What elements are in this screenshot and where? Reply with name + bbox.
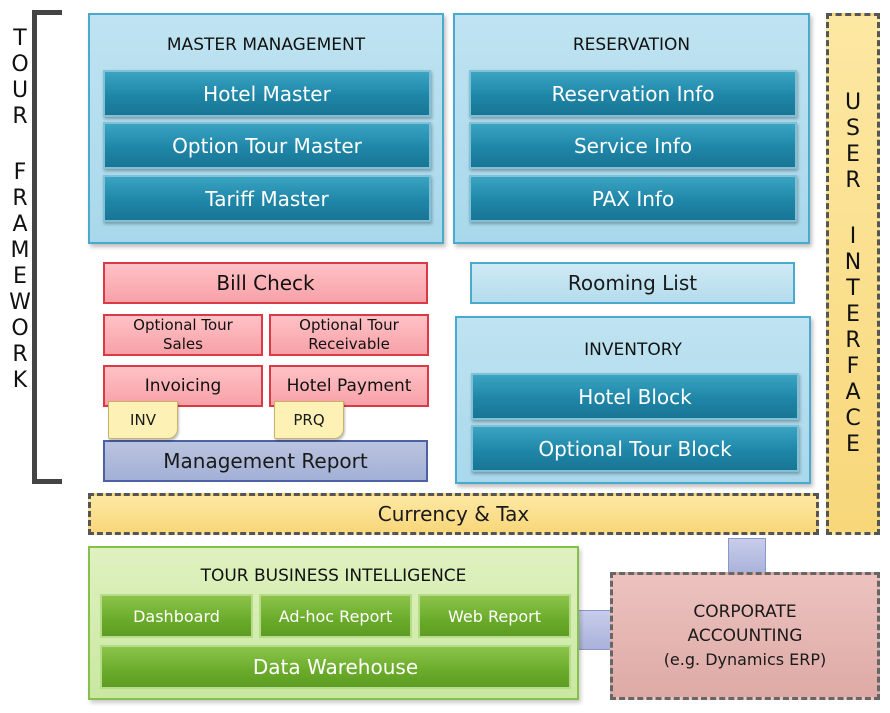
- user-interface-letter: T: [846, 276, 860, 301]
- management-report-box[interactable]: Management Report: [103, 440, 428, 482]
- tour-framework-letter: A: [12, 212, 28, 237]
- ui-to-accounting-connector: [728, 538, 766, 574]
- optional-tour-sales-box[interactable]: Optional Tour Sales: [103, 314, 263, 356]
- user-interface-letter: I: [849, 224, 857, 249]
- tour-framework-letter: W: [9, 290, 31, 315]
- invoicing-box[interactable]: Invoicing: [103, 365, 263, 407]
- optional-tour-receivable-line2: Receivable: [308, 335, 390, 353]
- currency-tax-bar[interactable]: Currency & Tax: [88, 493, 819, 535]
- reservation-info-button[interactable]: Reservation Info: [469, 70, 797, 117]
- option-tour-master-button[interactable]: Option Tour Master: [103, 122, 431, 169]
- service-info-button[interactable]: Service Info: [469, 122, 797, 169]
- user-interface-letter: R: [845, 328, 861, 353]
- tour-framework-letter: O: [11, 52, 29, 77]
- corporate-accounting-box[interactable]: CORPORATE ACCOUNTING (e.g. Dynamics ERP): [610, 572, 880, 700]
- tour-framework-letter: U: [11, 78, 29, 103]
- business-intelligence-panel: TOUR BUSINESS INTELLIGENCE Dashboard Ad-…: [88, 546, 579, 700]
- reservation-panel: RESERVATION Reservation Info Service Inf…: [453, 13, 810, 244]
- bi-to-accounting-connector: [578, 610, 612, 650]
- user-interface-letter: F: [846, 354, 860, 379]
- hotel-master-button[interactable]: Hotel Master: [103, 70, 431, 117]
- reservation-title: RESERVATION: [572, 35, 691, 55]
- user-interface-letter: A: [845, 380, 861, 405]
- corporate-accounting-line2: ACCOUNTING: [687, 625, 803, 646]
- user-interface-letter: E: [846, 432, 860, 457]
- user-interface-label: U S E R I N T E R F A C E: [845, 92, 861, 460]
- optional-tour-sales-line1: Optional Tour: [133, 315, 233, 334]
- optional-tour-receivable-line1: Optional Tour: [299, 315, 399, 334]
- user-interface-bar: U S E R I N T E R F A C E: [826, 13, 880, 535]
- tour-framework-letter: O: [11, 316, 29, 341]
- inventory-panel: INVENTORY Hotel Block Optional Tour Bloc…: [455, 316, 811, 484]
- tour-framework-letter: F: [13, 160, 27, 185]
- corporate-accounting-line1: CORPORATE: [693, 602, 797, 622]
- tour-framework-label: T O U R F R A M E W O R K: [6, 28, 34, 396]
- tour-framework-letter: R: [12, 342, 28, 367]
- master-management-title: MASTER MANAGEMENT: [166, 35, 366, 55]
- web-report-button[interactable]: Web Report: [418, 594, 571, 638]
- tour-framework-letter: R: [12, 104, 28, 129]
- user-interface-letter: E: [846, 142, 860, 167]
- data-warehouse-button[interactable]: Data Warehouse: [100, 645, 571, 689]
- business-intelligence-title: TOUR BUSINESS INTELLIGENCE: [200, 566, 467, 586]
- tour-framework-letter: M: [10, 238, 30, 263]
- dashboard-button[interactable]: Dashboard: [100, 594, 253, 638]
- inv-document-icon: INV: [108, 401, 178, 439]
- user-interface-letter: U: [844, 90, 862, 115]
- adhoc-report-button[interactable]: Ad-hoc Report: [259, 594, 412, 638]
- bill-check-box[interactable]: Bill Check: [103, 262, 428, 304]
- framework-bracket: [32, 10, 62, 484]
- master-management-panel: MASTER MANAGEMENT Hotel Master Option To…: [88, 13, 444, 244]
- prq-document-icon: PRQ: [274, 401, 344, 439]
- optional-tour-block-button[interactable]: Optional Tour Block: [471, 425, 799, 472]
- tour-framework-letter: E: [13, 264, 27, 289]
- rooming-list-box[interactable]: Rooming List: [470, 262, 795, 304]
- user-interface-letter: N: [844, 250, 862, 275]
- user-interface-letter: E: [846, 302, 860, 327]
- optional-tour-receivable-box[interactable]: Optional Tour Receivable: [269, 314, 429, 356]
- inventory-title: INVENTORY: [584, 340, 682, 360]
- corporate-accounting-line3: (e.g. Dynamics ERP): [663, 649, 827, 669]
- hotel-block-button[interactable]: Hotel Block: [471, 373, 799, 420]
- tour-framework-letter: K: [12, 368, 28, 393]
- tour-framework-letter: R: [12, 186, 28, 211]
- optional-tour-sales-line2: Sales: [163, 335, 203, 353]
- hotel-payment-box[interactable]: Hotel Payment: [269, 365, 429, 407]
- tour-framework-letter: T: [13, 26, 27, 51]
- pax-info-button[interactable]: PAX Info: [469, 175, 797, 222]
- user-interface-letter: S: [846, 116, 860, 141]
- tariff-master-button[interactable]: Tariff Master: [103, 175, 431, 222]
- user-interface-letter: C: [845, 406, 861, 431]
- user-interface-letter: R: [845, 168, 861, 193]
